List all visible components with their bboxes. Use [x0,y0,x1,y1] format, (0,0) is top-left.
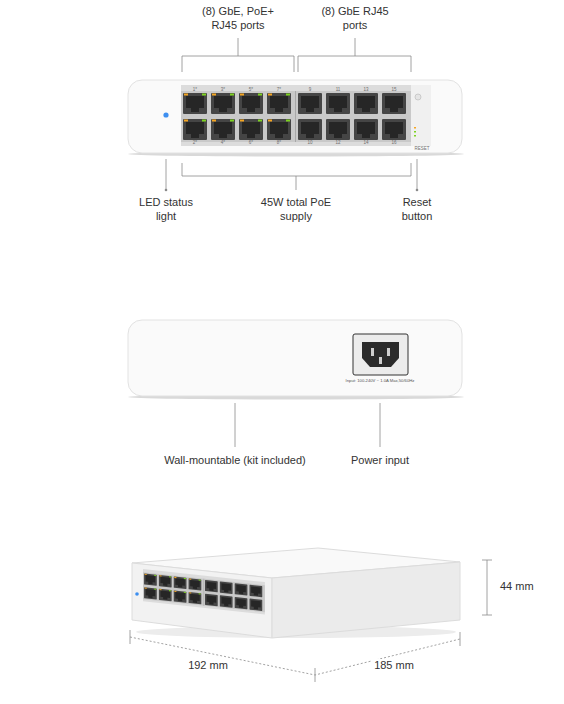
callout-bracket [182,38,411,72]
port-number: 7* [277,87,281,93]
port-number: 2* [193,140,197,146]
callout-label: (8) GbE RJ45 ports [315,5,395,33]
port-number: 10 [307,140,312,146]
status-led [163,112,168,117]
port-number: 1* [193,87,197,93]
callout-label: 45W total PoE supply [254,196,338,224]
leader-line [235,403,380,447]
dimension-label: 192 mm [186,659,230,673]
button-label: RESET [414,146,429,152]
port-number: 6* [249,140,253,146]
dimension-label: 185 mm [372,659,416,673]
port-number: 8* [277,140,281,146]
back-view [128,320,464,400]
callout-label: Power input [351,454,409,468]
callout-label: Reset button [391,196,443,224]
port-number: 12 [335,140,340,146]
front-view [128,80,464,157]
leader-line [165,159,419,191]
port-number: 5* [249,87,253,93]
rating-label: Input: 100-240V ~ 1.0A Max,50/60Hz [346,378,415,383]
reset-button [415,94,421,100]
callout-label: (8) GbE, PoE+ RJ45 ports [194,5,282,33]
dimension-label: 44 mm [500,580,534,594]
port-number: 11 [336,87,341,93]
callout-label: Wall-mountable (kit included) [164,454,305,468]
isometric-view [132,548,460,638]
power-inlet [353,334,408,375]
dimension-line [130,560,492,682]
port-number: 15 [391,87,396,93]
port-number: 16 [391,140,396,146]
callout-label: LED status light [136,196,196,224]
port-number: 9 [309,87,312,93]
port-number: 14 [363,140,368,146]
port-number: 13 [363,87,368,93]
port-number: 3* [221,87,225,93]
port-number: 4* [221,140,225,146]
